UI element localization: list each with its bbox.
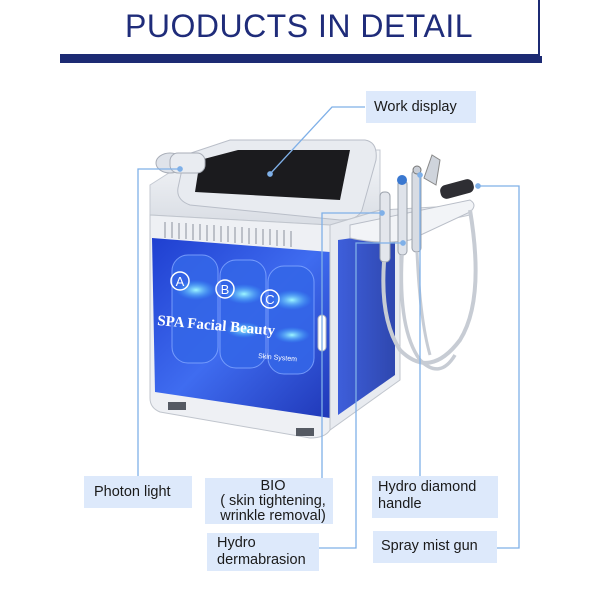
page-title: PUODUCTS IN DETAIL bbox=[125, 8, 473, 44]
bottle-c-label: C bbox=[265, 292, 274, 307]
label-bio-line1: BIO bbox=[260, 478, 286, 494]
label-photon-light: Photon light bbox=[84, 476, 192, 508]
label-work-display: Work display bbox=[366, 91, 476, 123]
label-bio-line2: ( skin tightening, bbox=[220, 493, 326, 509]
label-hydro-dermabrasion: Hydro dermabrasion bbox=[207, 533, 319, 571]
label-hydro-diamond: Hydro diamond handle bbox=[372, 476, 498, 518]
brand-subtext: Skin System bbox=[258, 353, 298, 363]
label-hydro-derma-line2: dermabrasion bbox=[217, 552, 306, 568]
bottle-b-label: B bbox=[221, 282, 230, 297]
label-bio: BIO ( skin tightening, wrinkle removal) bbox=[205, 478, 333, 524]
header-box bbox=[60, 0, 540, 56]
bottle-a-label: A bbox=[176, 274, 185, 289]
label-hydro-derma-line1: Hydro bbox=[217, 535, 256, 551]
label-hydro-diamond-line2: handle bbox=[378, 496, 422, 512]
label-work-display-text: Work display bbox=[374, 99, 457, 115]
label-hydro-diamond-line1: Hydro diamond bbox=[378, 479, 477, 495]
label-spray-mist-text: Spray mist gun bbox=[381, 538, 478, 554]
label-bio-line3: wrinkle removal) bbox=[220, 508, 326, 524]
label-photon-light-text: Photon light bbox=[94, 484, 171, 500]
label-spray-mist-gun: Spray mist gun bbox=[373, 531, 497, 563]
header-shadow-bar bbox=[60, 56, 542, 63]
